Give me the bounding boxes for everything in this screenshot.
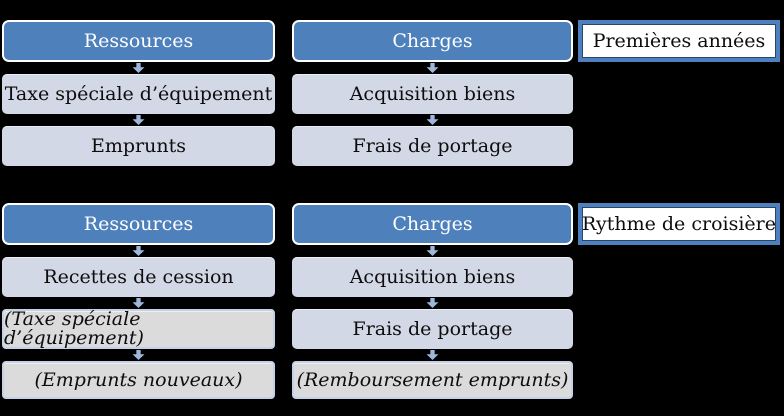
node-emprunts-nouveaux-muted: (Emprunts nouveaux) [2,361,275,399]
node-frais-de-portage: Frais de portage [292,126,573,166]
down-arrow-icon [426,115,439,125]
arrow-slot [292,245,573,257]
arrow-slot [2,62,275,74]
node-acquisition-biens: Acquisition biens [292,257,573,297]
header-box-charges: Charges [292,20,573,62]
label-rythme-de-croisiere: Rythme de croisière [578,203,780,245]
column-ressources-rythme-croisiere: Ressources Recettes de cession (Taxe spé… [2,203,275,399]
arrow-slot [292,297,573,309]
arrow-slot [2,349,275,361]
down-arrow-icon [426,350,439,360]
down-arrow-icon [132,246,145,256]
arrow-slot [2,297,275,309]
down-arrow-icon [426,298,439,308]
node-recettes-de-cession: Recettes de cession [2,257,275,297]
column-ressources-premieres-annees: Ressources Taxe spéciale d’équipement Em… [2,20,275,166]
node-remboursement-emprunts-muted: (Remboursement emprunts) [292,361,573,399]
down-arrow-icon [132,115,145,125]
arrow-slot [2,245,275,257]
node-taxe-speciale-equipement: Taxe spéciale d’équipement [2,74,275,114]
arrow-slot [2,114,275,126]
header-box-ressources: Ressources [2,203,275,245]
node-frais-de-portage: Frais de portage [292,309,573,349]
header-box-ressources: Ressources [2,20,275,62]
column-charges-rythme-croisiere: Charges Acquisition biens Frais de porta… [292,203,573,399]
down-arrow-icon [426,246,439,256]
down-arrow-icon [426,63,439,73]
down-arrow-icon [132,350,145,360]
header-box-charges: Charges [292,203,573,245]
column-charges-premieres-annees: Charges Acquisition biens Frais de porta… [292,20,573,166]
down-arrow-icon [132,63,145,73]
arrow-slot [292,349,573,361]
label-premieres-annees: Premières années [578,20,780,62]
down-arrow-icon [132,298,145,308]
node-taxe-speciale-equipement-muted: (Taxe spéciale d’équipement) [2,309,275,349]
node-acquisition-biens: Acquisition biens [292,74,573,114]
arrow-slot [292,114,573,126]
node-emprunts: Emprunts [2,126,275,166]
arrow-slot [292,62,573,74]
